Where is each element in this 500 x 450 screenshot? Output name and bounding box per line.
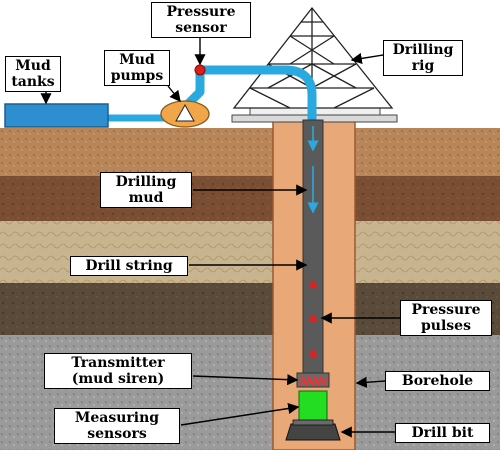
layer-dark-soil <box>0 176 500 221</box>
label-measuring-sensors: Measuring sensors <box>54 408 180 444</box>
mud-tank <box>4 103 109 128</box>
label-mud-tanks: Mud tanks <box>5 56 61 92</box>
label-mud-tanks-line2: tanks <box>11 74 55 90</box>
label-transmitter-line2: (mud siren) <box>71 371 165 387</box>
label-drilling-rig-line1: Drilling <box>392 42 454 58</box>
leader-lines <box>40 38 400 438</box>
label-drill-bit: Drill bit <box>395 423 490 443</box>
label-measuring-sensors-line1: Measuring <box>74 410 160 426</box>
label-mud-pumps-line1: Mud <box>119 52 155 68</box>
label-drilling-rig: Drilling rig <box>383 40 463 76</box>
transmitter-mud-siren <box>296 372 330 388</box>
leader-mud-pumps <box>167 85 181 103</box>
label-measuring-sensors-line2: sensors <box>87 426 147 442</box>
label-drill-string-text: Drill string <box>85 258 173 274</box>
label-borehole-text: Borehole <box>401 373 474 389</box>
label-mud-pumps: Mud pumps <box>104 50 170 86</box>
leader-drilling-rig <box>350 52 384 64</box>
pressure-pulses-marks <box>309 280 317 359</box>
label-pressure-pulses-line1: Pressure <box>411 302 481 318</box>
drill-string <box>302 119 324 376</box>
label-pressure-sensor-line2: sensor <box>175 20 227 36</box>
mud-pump <box>160 100 210 128</box>
label-drilling-mud: Drilling mud <box>100 172 192 208</box>
label-pressure-sensor: Pressure sensor <box>151 2 251 38</box>
label-drilling-mud-line1: Drilling <box>115 174 177 190</box>
label-mud-tanks-line1: Mud <box>15 58 51 74</box>
drill-bit <box>285 419 341 441</box>
label-drilling-rig-line2: rig <box>411 58 435 74</box>
mud-pipe <box>108 65 317 125</box>
label-pressure-pulses-line2: pulses <box>421 318 471 334</box>
leader-borehole <box>355 376 386 388</box>
layer-topsoil <box>0 128 500 176</box>
label-drilling-mud-line2: mud <box>128 190 164 206</box>
label-pressure-sensor-line1: Pressure <box>166 4 236 20</box>
label-transmitter: Transmitter (mud siren) <box>44 353 192 389</box>
label-pressure-pulses: Pressure pulses <box>400 300 492 336</box>
leader-transmitter <box>192 374 299 386</box>
label-drill-string: Drill string <box>70 256 188 276</box>
label-mud-pumps-line2: pumps <box>110 68 164 84</box>
label-borehole: Borehole <box>385 371 490 391</box>
ground-layers <box>0 128 500 450</box>
drilling-rig-derrick <box>232 6 394 109</box>
pressure-sensor-dot <box>194 64 206 76</box>
measuring-sensors-module <box>298 390 328 422</box>
label-drill-bit-text: Drill bit <box>411 425 474 441</box>
label-transmitter-line1: Transmitter <box>71 355 165 371</box>
leader-measuring-sensors <box>180 402 300 426</box>
